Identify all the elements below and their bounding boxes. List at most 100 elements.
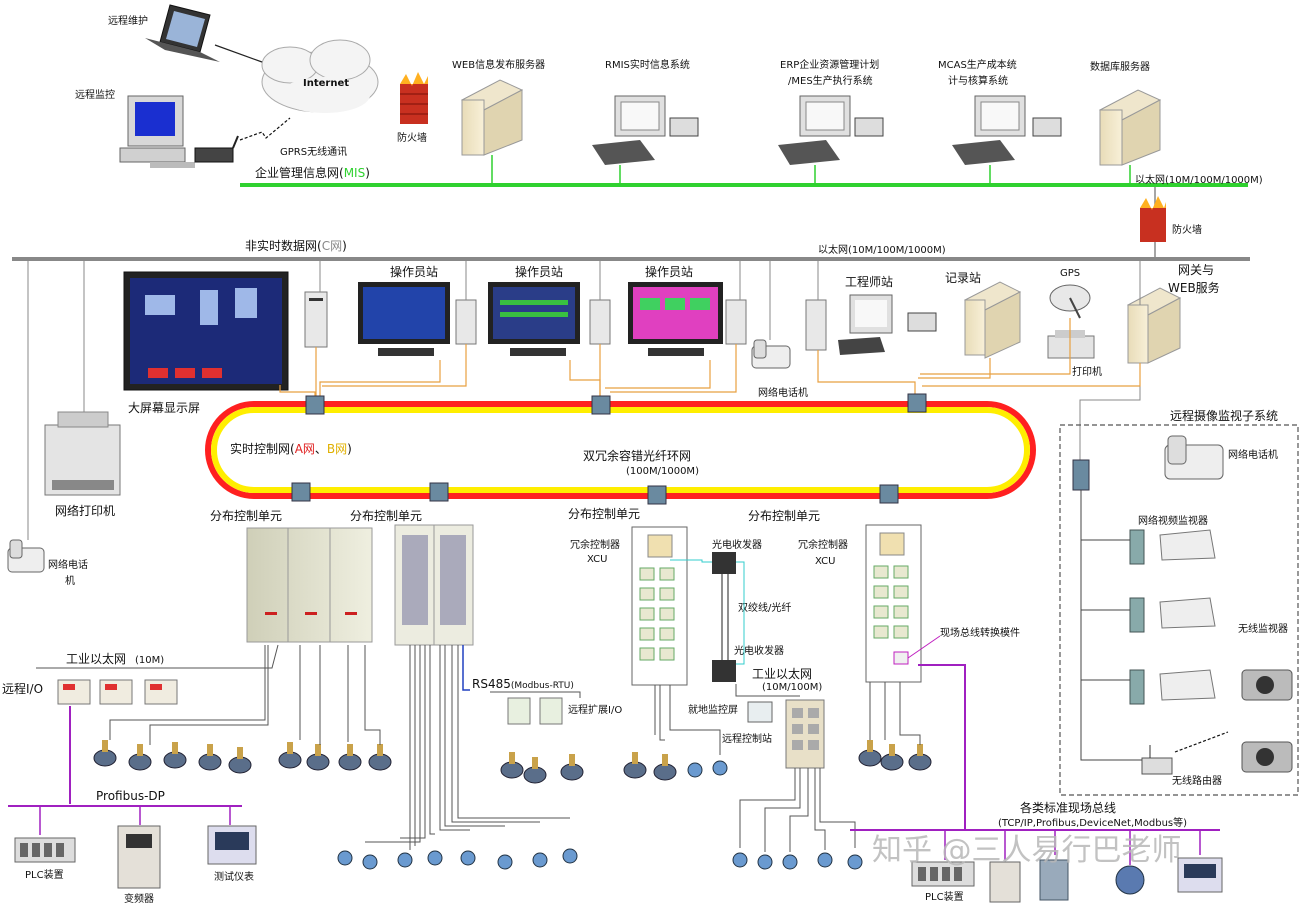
operator-station-3-icon [628, 282, 747, 356]
transmitter2-icon [1039, 859, 1069, 901]
net-printer-label: 网络打印机 [55, 503, 115, 518]
wireless-link [1174, 731, 1229, 753]
db-server-label: 数据库服务器 [1090, 60, 1150, 73]
redundant-ctrl-2-label: 冗余控制器 [798, 538, 848, 551]
dcu3-rack-icon [631, 526, 688, 686]
wireless-router-icon [1141, 745, 1173, 775]
camera3-icon [1129, 669, 1216, 705]
gprs-label: GPRS无线通讯 [280, 145, 347, 158]
field-cabling [109, 645, 921, 850]
std-fieldbus-label: 各类标准现场总线 [1020, 800, 1116, 815]
rmis-workstation-icon [592, 95, 699, 165]
wireless-monitor-label: 无线监视器 [1238, 622, 1288, 635]
mcas-label-line2: 计与核算系统 [948, 74, 1008, 87]
ethernet-mid-label: 以太网(10M/100M/1000M) [818, 243, 946, 256]
gateway-label-line2: WEB服务 [1168, 280, 1220, 295]
meter-icon [207, 825, 257, 865]
ring-switch-icon [291, 482, 311, 502]
laptop-cloud-link [214, 44, 263, 63]
ind-eth-mid-speed: (10M/100M) [762, 682, 822, 693]
camera-title: 远程摄像监视子系统 [1170, 408, 1278, 423]
valve-icon [500, 752, 524, 779]
profibus-label: Profibus-DP [96, 789, 165, 803]
dcu4-label: 分布控制单元 [748, 509, 820, 523]
sensor-icon [497, 854, 513, 870]
valve-icon [228, 747, 252, 774]
valve-icon [198, 744, 222, 771]
watermark: 知乎 @三人易行巴老师 [872, 833, 1182, 868]
erp-label-line1: ERP企业资源管理计划 [780, 58, 879, 71]
twisted-fiber-label: 双绞线/光纤 [738, 601, 791, 614]
ind-eth-mid-link [735, 684, 800, 697]
gateway-server-icon [1126, 287, 1182, 364]
sensor-icon [562, 848, 578, 864]
firewall2-icon [1140, 196, 1166, 242]
camera-switch-icon [1072, 459, 1090, 491]
ring-inner [211, 407, 1030, 493]
sensor-icon [532, 852, 548, 868]
remote-io-module-icon [144, 679, 178, 705]
operator-station-2-icon [488, 282, 611, 356]
valve-icon [523, 757, 547, 784]
rs485-label: RS485(Modbus-RTU) [472, 677, 574, 691]
dcu4-rack-icon [865, 524, 922, 683]
engineer-station-label: 工程师站 [845, 274, 893, 289]
sensor-icon [847, 854, 863, 870]
valve-icon [128, 744, 152, 771]
mcas-workstation-icon [952, 95, 1062, 165]
sensor-icon [712, 760, 728, 776]
remote-io-modules [57, 679, 178, 705]
ring-speed-label: (100M/1000M) [626, 466, 699, 477]
ring-switch-icon [647, 485, 667, 505]
rt-net-label: 实时控制网(A网、B网) [230, 441, 352, 456]
plc2-icon [911, 861, 975, 887]
camera-wiring [1080, 490, 1142, 761]
remote-monitor-label: 远程监控 [75, 88, 115, 101]
meter-label: 测试仪表 [214, 870, 254, 883]
local-monitor-icon [747, 701, 773, 723]
flowmeter2-icon [1115, 865, 1145, 895]
net-phone-icon [751, 339, 791, 369]
plc2-label: PLC装置 [925, 890, 964, 903]
sensor-icon [732, 852, 748, 868]
dcu2-label: 分布控制单元 [350, 509, 422, 523]
wireless-monitor1-icon [1241, 669, 1293, 701]
internet-cloud-icon [261, 39, 379, 113]
internet-label: Internet [303, 78, 349, 89]
web-server-label: WEB信息发布服务器 [452, 58, 545, 71]
firewall-icon [400, 72, 428, 124]
xcu-1-label: XCU [587, 554, 607, 565]
camera1-icon [1129, 529, 1216, 565]
valve-icon [368, 744, 392, 771]
remote-ctrl-cabling [739, 768, 856, 852]
inverter2-icon [989, 861, 1021, 903]
redundant-ctrl-1-label: 冗余控制器 [570, 538, 620, 551]
mis-label: 企业管理信息网(MIS) [255, 165, 370, 180]
big-screen-host-icon [304, 291, 328, 348]
ind-eth-left-label: 工业以太网 [66, 651, 126, 666]
xcu-2-label: XCU [815, 556, 835, 567]
operator-station-3-label: 操作员站 [645, 264, 693, 279]
ind-eth-mid-label: 工业以太网 [752, 666, 812, 681]
net-phone-label: 网络电话机 [758, 386, 808, 399]
remote-ctrl-station-label: 远程控制站 [722, 732, 772, 745]
valve-icon [858, 740, 882, 767]
mis-drops [491, 155, 1131, 185]
ind-eth-left-speed: (10M) [135, 655, 164, 666]
big-screen-label: 大屏幕显示屏 [128, 401, 200, 415]
valve-icon [623, 752, 647, 779]
sensor-icon [362, 854, 378, 870]
oe-converter2-label: 光电收发器 [734, 644, 784, 657]
ind-eth-left-bus [36, 644, 279, 669]
gps-dish-icon [1049, 284, 1091, 319]
oe-converter-label: 光电收发器 [712, 538, 762, 551]
rs485-line [462, 645, 470, 691]
local-monitor-label: 就地监控屏 [688, 703, 738, 716]
gps-label: GPS [1060, 268, 1080, 279]
sensor-icon [687, 762, 703, 778]
valve-icon [338, 744, 362, 771]
sensor-icon [427, 850, 443, 866]
ring-switch-icon [879, 484, 899, 504]
ring-name-label: 双冗余容错光纤环网 [583, 448, 691, 463]
field-devices [93, 740, 932, 870]
